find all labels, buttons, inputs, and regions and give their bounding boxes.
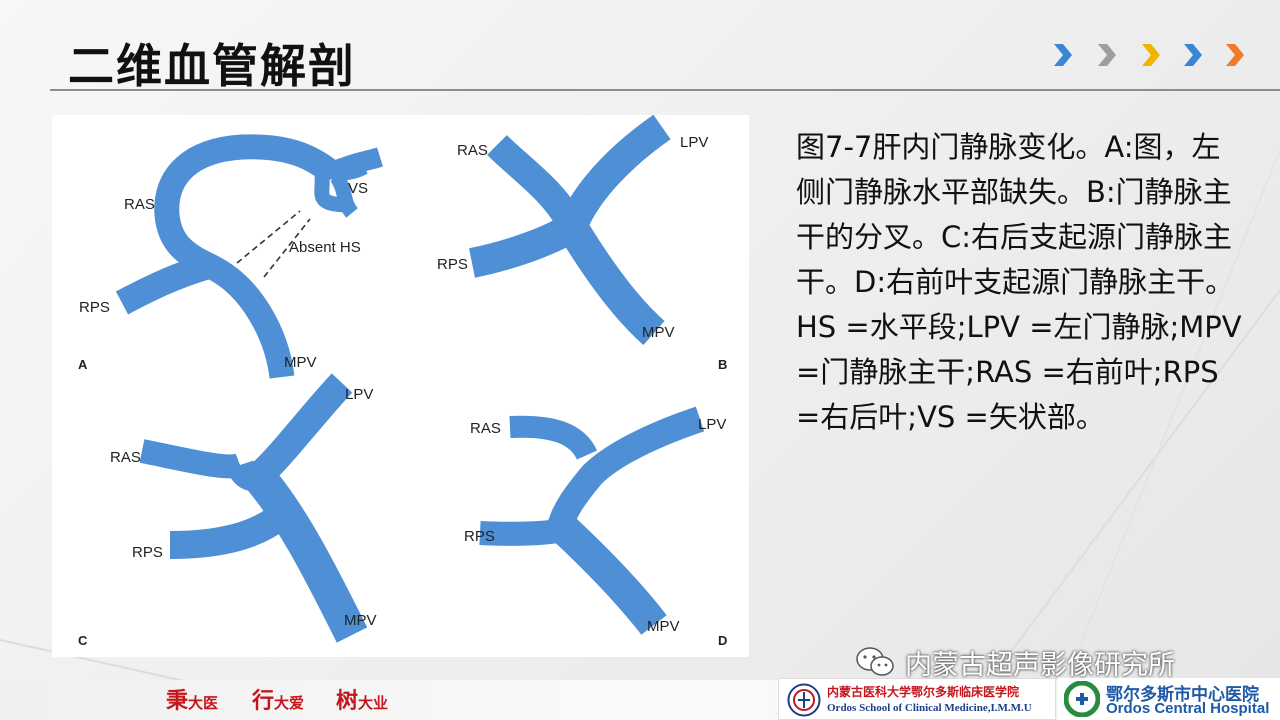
panel-b-letter: B: [718, 357, 727, 372]
label-d-ras: RAS: [470, 420, 501, 437]
label-a-ras: RAS: [124, 196, 155, 213]
hospital-name-cn: 鄂尔多斯市中心医院: [1106, 685, 1259, 705]
motto-1: 秉大医: [166, 683, 218, 715]
label-c-mpv: MPV: [344, 612, 377, 629]
label-d-rps: RPS: [464, 528, 495, 545]
label-d-mpv: MPV: [647, 618, 680, 635]
page-title: 二维血管解剖: [68, 39, 356, 93]
label-b-ras: RAS: [457, 142, 488, 159]
portal-vein-figure: RAS RPS MPV VS Absent HS A RAS LPV RPS M…: [52, 115, 749, 657]
motto-3-rest: 大业: [358, 694, 389, 712]
label-a-rps: RPS: [79, 299, 110, 316]
figure-caption: 图7-7肝内门静脉变化。A:图，左侧门静脉水平部缺失。B:门静脉主干的分叉。C:…: [796, 130, 1242, 434]
label-c-ras: RAS: [110, 449, 141, 466]
chevron-right-icon: [1226, 44, 1244, 66]
chevron-right-icon: [1142, 44, 1160, 66]
motto-3: 树大业: [336, 683, 388, 715]
absent-hs-dashes: [236, 210, 311, 278]
vessel-d-lpv: [547, 406, 705, 531]
panel-c: RAS LPV RPS MPV C: [78, 373, 377, 648]
hospital-name-en: Ordos Central Hospital: [1106, 700, 1270, 717]
portal-vein-diagram: RAS RPS MPV VS Absent HS A RAS LPV RPS M…: [78, 115, 727, 648]
vessel-c-mpv: [244, 463, 368, 643]
panel-c-letter: C: [78, 633, 88, 648]
school-logo-block: 内蒙古医科大学鄂尔多斯临床医学院 Ordos School of Clinica…: [778, 678, 1056, 720]
motto-1-rest: 大医: [188, 694, 219, 712]
vessel-c-lpv: [226, 373, 353, 492]
chevron-right-icon: [1054, 44, 1072, 66]
chevron-right-icon: [1184, 44, 1202, 66]
panel-d-letter: D: [718, 633, 727, 648]
wechat-account-name: 内蒙古超声影像研究所: [905, 649, 1175, 681]
panel-a: RAS RPS MPV VS Absent HS A: [78, 134, 383, 379]
vessel-b-ras: [487, 134, 585, 234]
vessel-a-main: [154, 134, 340, 379]
label-b-mpv: MPV: [642, 324, 675, 341]
label-a-absent-hs: Absent HS: [289, 239, 361, 256]
panel-a-letter: A: [78, 357, 88, 372]
label-b-lpv: LPV: [680, 134, 708, 151]
vessel-c-rps: [169, 503, 291, 559]
school-seal-icon: [787, 683, 821, 717]
panel-b: RAS LPV RPS MPV B: [437, 115, 727, 372]
label-b-rps: RPS: [437, 256, 468, 273]
vessel-b-rps: [468, 214, 581, 278]
vessel-b-mpv: [558, 218, 665, 346]
chevron-right-icon: [1098, 44, 1116, 66]
vessel-d-mpv: [551, 515, 667, 635]
motto-1-char: 秉: [166, 689, 189, 714]
hospital-logo-block: 鄂尔多斯市中心医院 Ordos Central Hospital: [1058, 678, 1280, 720]
school-name-en: Ordos School of Clinical Medicine,I.M.M.…: [827, 702, 1032, 714]
title-divider: [50, 89, 1280, 91]
motto-2: 行大爱: [252, 683, 304, 715]
motto-3-char: 树: [336, 689, 359, 714]
label-a-mpv: MPV: [284, 354, 317, 371]
panel-d: RAS LPV RPS MPV D: [464, 406, 727, 648]
hospital-logo-icon: [1064, 681, 1100, 717]
label-a-vs: VS: [348, 180, 368, 197]
vessel-b-lpv: [558, 115, 671, 234]
motto-2-char: 行: [252, 689, 275, 714]
vessel-d-ras: [509, 415, 598, 461]
label-d-lpv: LPV: [698, 416, 726, 433]
motto-2-rest: 大爱: [274, 694, 305, 712]
wechat-watermark: 内蒙古超声影像研究所: [855, 642, 1175, 682]
wechat-icon: [856, 647, 894, 676]
vessel-c-ras: [139, 439, 245, 479]
label-c-lpv: LPV: [345, 386, 373, 403]
label-c-rps: RPS: [132, 544, 163, 561]
vessel-a-rps: [115, 252, 216, 315]
vessel-a-lpv-stub: [325, 147, 383, 183]
school-name-cn: 内蒙古医科大学鄂尔多斯临床医学院: [827, 685, 1020, 699]
